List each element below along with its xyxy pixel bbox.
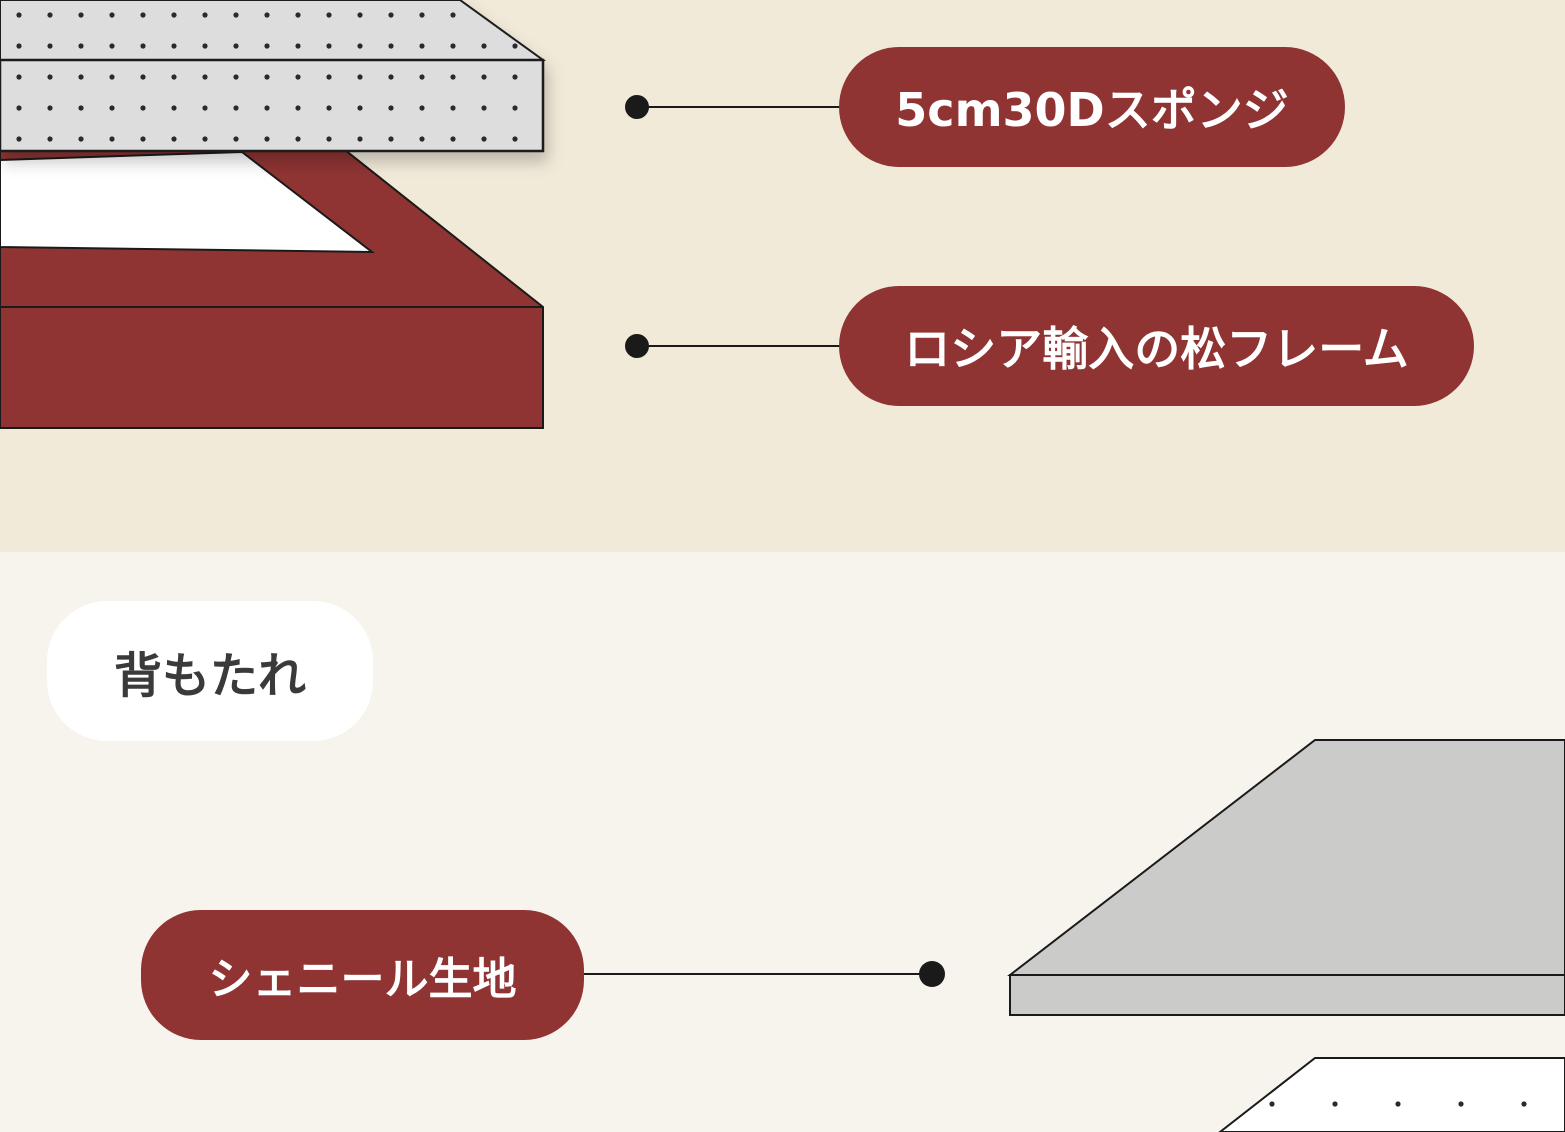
backrest-sponge-illustration — [1218, 1057, 1565, 1132]
frame-label: ロシア輸入の松フレーム — [839, 286, 1474, 406]
chenille-fabric-illustration — [1007, 739, 1565, 1016]
sponge-illustration — [0, 0, 547, 153]
sponge-label: 5cm30Dスポンジ — [839, 47, 1345, 167]
backrest-section-title: 背もたれ — [47, 601, 373, 741]
pine-frame-illustration — [0, 149, 544, 429]
fabric-leader-line — [578, 961, 945, 987]
sponge-leader-line — [625, 95, 850, 119]
frame-leader-line — [625, 334, 850, 358]
sponge-label-text: 5cm30Dスポンジ — [895, 83, 1289, 137]
backrest-title-text: 背もたれ — [113, 648, 306, 704]
chenille-fabric-label: シェニール生地 — [141, 910, 584, 1040]
chenille-fabric-label-text: シェニール生地 — [208, 954, 517, 1005]
frame-label-text: ロシア輸入の松フレーム — [904, 322, 1409, 376]
